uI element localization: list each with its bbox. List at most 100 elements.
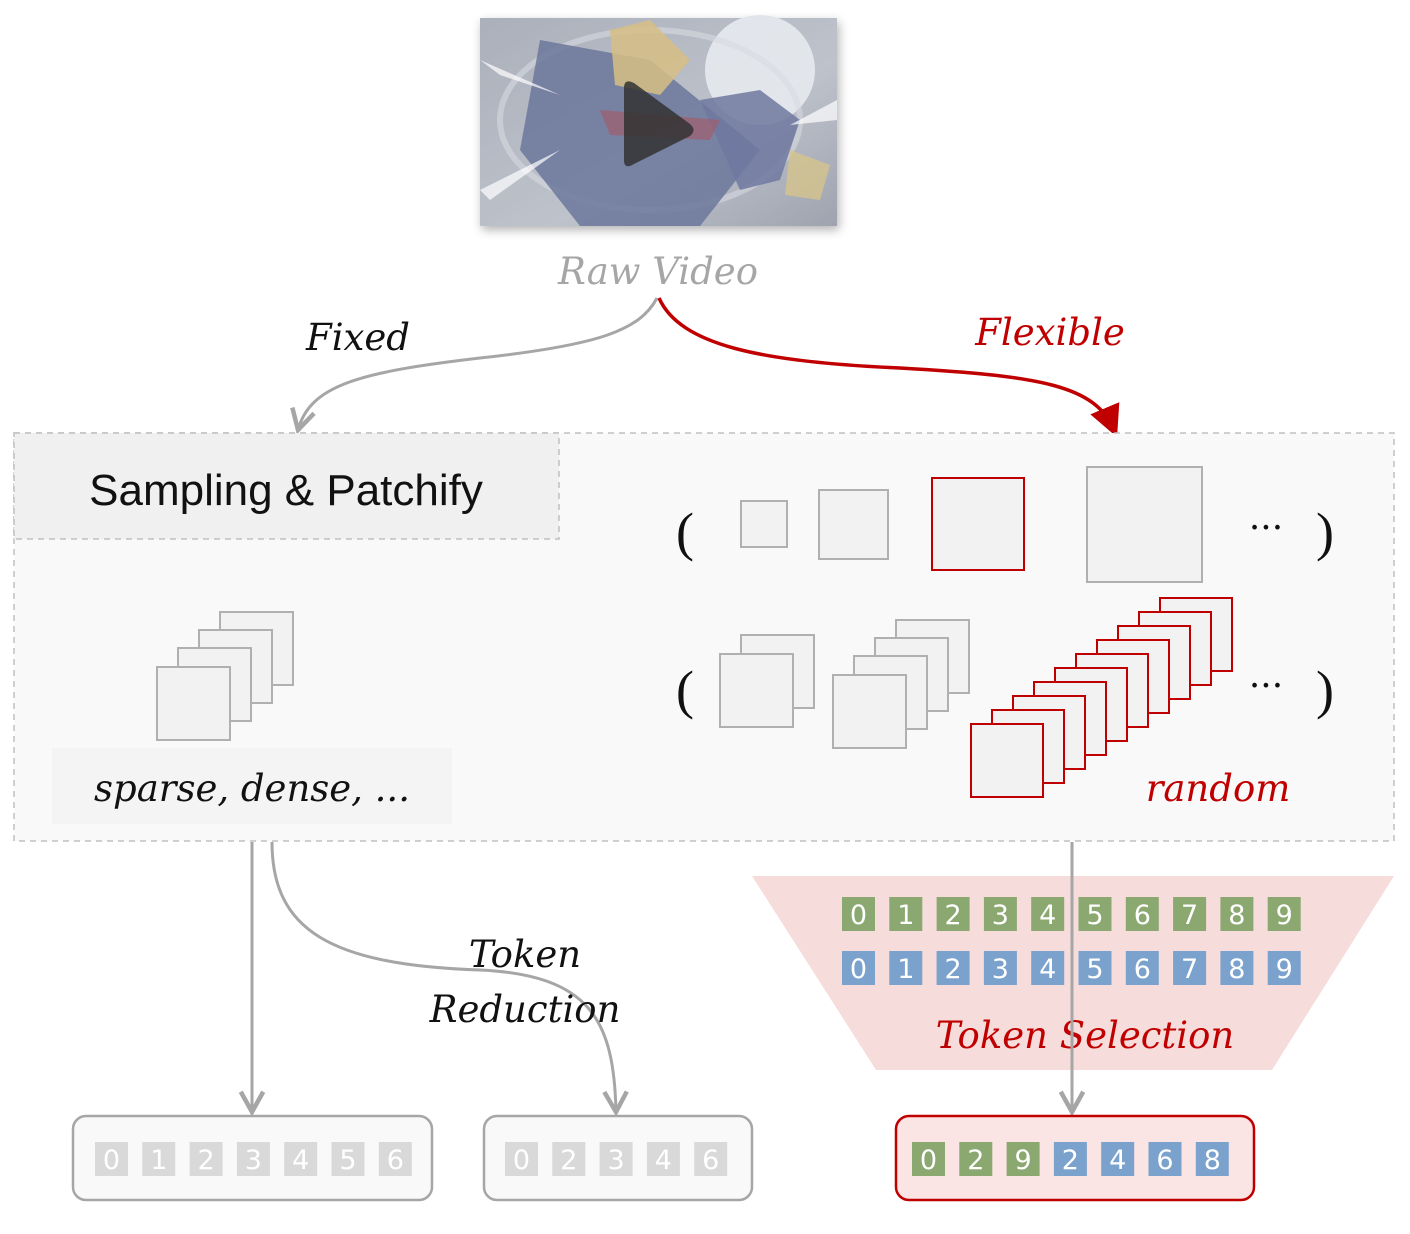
token-label: 7	[1181, 954, 1198, 985]
sampling-title: Sampling & Patchify	[89, 466, 483, 515]
fixed-label: Fixed	[305, 316, 410, 359]
token-label: 3	[245, 1145, 262, 1176]
token-label: 1	[150, 1145, 167, 1176]
token-chip	[1125, 951, 1159, 985]
token-chip	[284, 1142, 318, 1176]
token-chip	[646, 1142, 680, 1176]
token-label: 0	[103, 1145, 120, 1176]
frame	[719, 653, 794, 728]
token-chip	[1173, 951, 1207, 985]
token-chip	[505, 1142, 538, 1176]
token-label: 3	[608, 1145, 625, 1176]
token-chip	[912, 1142, 945, 1176]
patch-large	[1086, 466, 1203, 583]
token-chip	[983, 951, 1017, 985]
raw-video-thumbnail[interactable]	[480, 15, 837, 226]
token-label: 2	[198, 1145, 215, 1176]
patch-selected	[931, 477, 1025, 571]
token-label: 6	[1134, 954, 1151, 985]
token-chip	[1173, 897, 1207, 931]
sampling-title-box	[13, 432, 560, 540]
play-icon[interactable]	[624, 81, 694, 167]
token-label: 2	[967, 1145, 984, 1176]
token-label: 8	[1228, 954, 1245, 985]
token-chip	[936, 897, 970, 931]
token-chip	[1220, 951, 1254, 985]
token-chip	[959, 1142, 993, 1176]
close-paren: )	[1316, 502, 1334, 562]
frame-stack-random	[970, 597, 1233, 798]
token-chip	[1195, 1142, 1229, 1176]
token-label: 5	[339, 1145, 356, 1176]
token-chip	[331, 1142, 365, 1176]
frame	[832, 674, 907, 749]
token-chip	[1078, 897, 1112, 931]
token-chip	[236, 1142, 270, 1176]
flexible-label: Flexible	[974, 311, 1125, 354]
raw-video-caption: Raw Video	[557, 250, 758, 293]
token-label: 3	[992, 900, 1009, 931]
token-chip	[189, 1142, 223, 1176]
token-label: 5	[1086, 900, 1103, 931]
token-label: 0	[850, 954, 867, 985]
token-chip	[95, 1142, 128, 1176]
token-chip	[936, 951, 970, 985]
token-chip	[1053, 1142, 1087, 1176]
token-reduction-label-1: Token	[469, 933, 581, 976]
token-label: 9	[1015, 1145, 1032, 1176]
token-label: 6	[387, 1145, 404, 1176]
token-chip	[552, 1142, 586, 1176]
token-label: 5	[1086, 954, 1103, 985]
token-label: 1	[897, 900, 914, 931]
token-chip	[1220, 897, 1254, 931]
token-chip	[889, 897, 923, 931]
patch-medium	[818, 489, 889, 560]
token-label: 0	[513, 1145, 530, 1176]
token-label: 6	[1134, 900, 1151, 931]
random-caption: random	[1146, 767, 1291, 810]
token-chip	[378, 1142, 412, 1176]
fixed-frame-stack	[156, 611, 294, 741]
token-chip	[599, 1142, 633, 1176]
open-paren-frames: (	[676, 660, 694, 720]
fixed-path-arrow	[298, 297, 659, 430]
token-label: 4	[1109, 1145, 1126, 1176]
fixed-caption: sparse, dense, ...	[94, 767, 410, 810]
token-chip	[1006, 1142, 1040, 1176]
token-chip	[694, 1142, 728, 1176]
token-label: 4	[292, 1145, 309, 1176]
token-reduction-label-2: Reduction	[429, 988, 621, 1031]
token-label: 4	[655, 1145, 672, 1176]
token-label: 0	[850, 900, 867, 931]
token-label: 6	[1156, 1145, 1173, 1176]
frame	[970, 723, 1044, 798]
token-label: 2	[945, 954, 962, 985]
token-chip	[889, 951, 923, 985]
open-paren: (	[676, 502, 694, 562]
token-chip	[842, 951, 875, 985]
token-label: 8	[1228, 900, 1245, 931]
token-chip	[983, 897, 1017, 931]
token-chip	[1031, 897, 1065, 931]
token-chip	[142, 1142, 176, 1176]
token-chip	[1148, 1142, 1182, 1176]
frame-stack-two	[719, 634, 815, 728]
flexible-path-arrow	[657, 297, 1120, 438]
token-label: 2	[1062, 1145, 1079, 1176]
token-label: 4	[1039, 900, 1056, 931]
frame-ellipsis: ···	[1249, 666, 1283, 707]
token-label: 2	[560, 1145, 577, 1176]
token-label: 4	[1039, 954, 1056, 985]
token-selection-label: Token Selection	[936, 1014, 1235, 1057]
frame-stack-four	[832, 619, 970, 749]
token-label: 7	[1181, 900, 1198, 931]
token-chip	[1078, 951, 1112, 985]
patch-small	[740, 500, 788, 548]
token-label: 2	[945, 900, 962, 931]
